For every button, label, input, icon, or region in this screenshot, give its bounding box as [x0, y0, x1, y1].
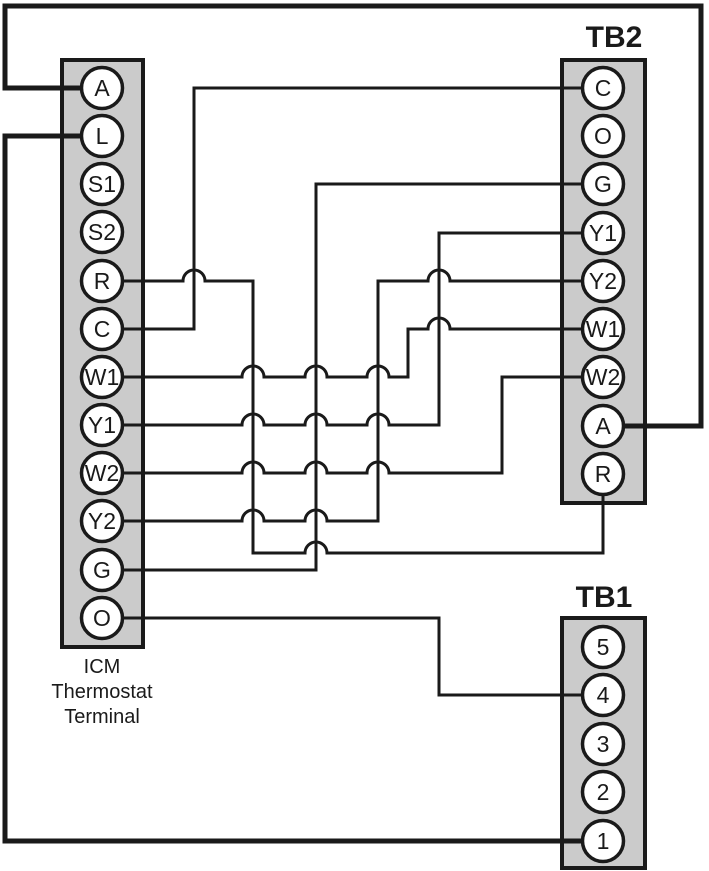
terminal-icm-w2: [79, 450, 125, 496]
terminal-label-tb1-5: 5: [597, 634, 610, 660]
terminal-icm-y2: [79, 498, 125, 544]
wire-icm-y2-to-tb2-y2: [102, 268, 603, 523]
terminal-label-tb1-1: 1: [597, 828, 610, 854]
terminal-label-icm-w2: W2: [85, 460, 120, 486]
terminal-label-icm-o: O: [93, 605, 111, 631]
terminal-label-tb2-r: R: [595, 461, 612, 487]
terminal-label-icm-y2: Y2: [88, 508, 116, 534]
terminal-label-tb1-4: 4: [597, 682, 610, 708]
terminal-label-icm-y1: Y1: [88, 412, 116, 438]
terminal-icm-w1: [79, 354, 125, 400]
terminal-label-tb2-o: O: [594, 123, 612, 149]
terminal-label-icm-a: A: [94, 75, 110, 101]
wire-icm-w2-to-tb2-w2: [102, 375, 603, 475]
icm-caption-line-2: Thermostat: [51, 681, 153, 703]
terminal-label-tb2-c: C: [595, 75, 612, 101]
terminal-label-tb2-w1: W1: [586, 316, 621, 342]
terminal-tb2-g: [580, 161, 626, 207]
terminal-label-icm-r: R: [94, 268, 111, 294]
terminal-icm-a: [79, 65, 125, 111]
terminal-tb1-3: [580, 721, 626, 767]
terminal-icm-r: [79, 258, 125, 304]
wire-icm-l-to-tb1-1: [2, 133, 603, 844]
terminal-label-tb2-g: G: [594, 171, 612, 197]
wire-icm-o-to-tb1-4: [102, 616, 603, 697]
tb1-title: TB1: [576, 581, 633, 614]
terminal-label-tb2-y2: Y2: [589, 268, 617, 294]
terminal-tb1-2: [580, 769, 626, 815]
terminal-label-icm-l: L: [96, 123, 109, 149]
terminal-label-tb1-3: 3: [597, 731, 610, 757]
icm-caption-line-3: Terminal: [64, 706, 140, 728]
wire-icm-r-to-tb2-r: [102, 268, 605, 555]
terminal-icm-g: [79, 547, 125, 593]
terminal-label-icm-c: C: [94, 316, 111, 342]
wire-icm-g-to-tb2-g: [102, 182, 603, 572]
terminal-label-tb2-a: A: [595, 413, 611, 439]
terminal-icm-o: [79, 595, 125, 641]
wire-icm-w1-to-tb2-w1: [102, 316, 603, 379]
terminal-label-tb2-y1: Y1: [589, 220, 617, 246]
terminal-tb2-y2: [580, 258, 626, 304]
wire-icm-y1-to-tb2-y1: [102, 231, 603, 427]
terminal-blocks-layer: [60, 58, 647, 870]
terminal-icm-c: [79, 306, 125, 352]
terminal-label-icm-s2: S2: [88, 219, 116, 245]
terminal-tb1-5: [580, 624, 626, 670]
terminal-label-icm-s1: S1: [88, 171, 116, 197]
terminal-label-icm-g: G: [93, 557, 111, 583]
terminal-label-tb2-w2: W2: [586, 364, 621, 390]
terminal-label-tb1-2: 2: [597, 779, 610, 805]
tb2-title: TB2: [586, 21, 643, 54]
terminal-icm-y1: [79, 402, 125, 448]
terminal-tb2-r: [580, 451, 626, 497]
terminal-icm-l: [79, 113, 125, 159]
wire-icm-c-to-tb2-c: [102, 86, 603, 331]
terminal-tb2-o: [580, 113, 626, 159]
wire-icm-a-to-tb2-a: [2, 3, 704, 429]
terminal-icm-s2: [79, 209, 125, 255]
terminal-tb2-w1: [580, 306, 626, 352]
terminal-icm-s1: [79, 161, 125, 207]
terminal-tb1-4: [580, 672, 626, 718]
terminal-tb2-y1: [580, 210, 626, 256]
terminal-tb2-a: [580, 403, 626, 449]
terminal-tb2-c: [580, 65, 626, 111]
terminal-label-icm-w1: W1: [85, 364, 120, 390]
wires-layer: [2, 3, 704, 844]
terminal-tb2-w2: [580, 354, 626, 400]
terminal-tb1-1: [580, 818, 626, 864]
icm-caption-line-1: ICM: [84, 656, 121, 678]
